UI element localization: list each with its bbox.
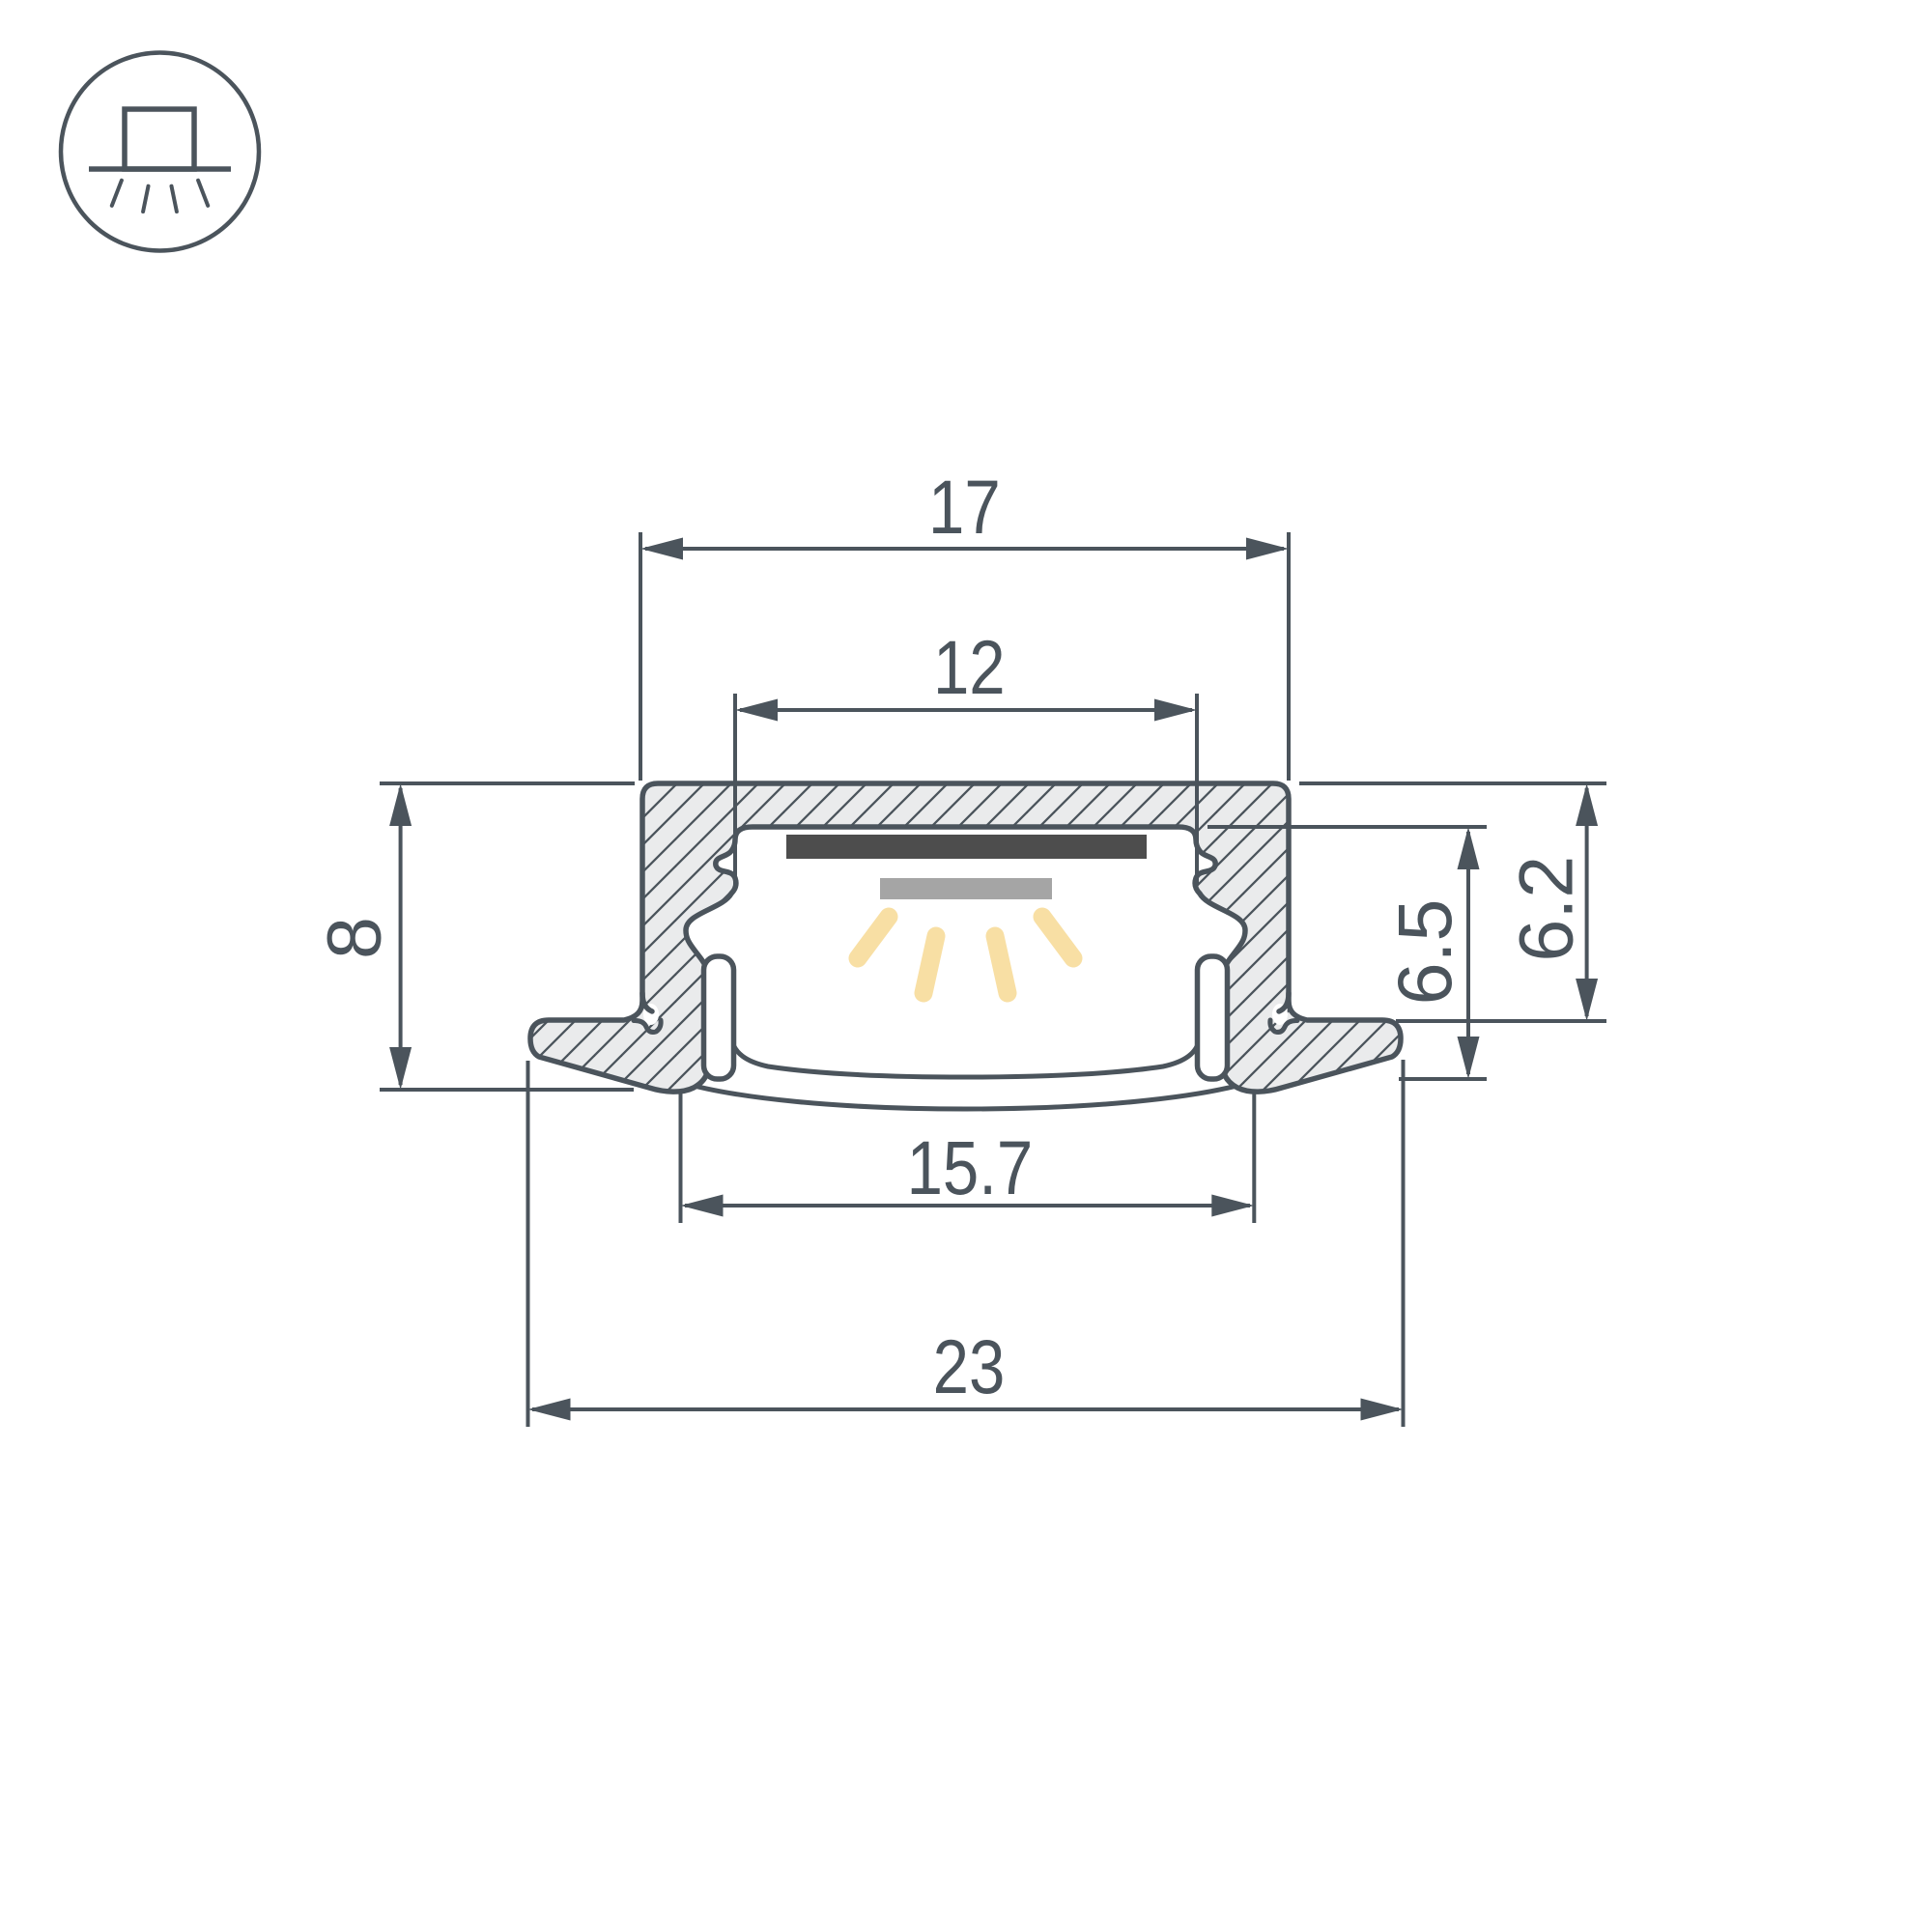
svg-text:6.5: 6.5: [1381, 899, 1467, 1006]
svg-text:15.7: 15.7: [907, 1125, 1034, 1210]
svg-text:23: 23: [933, 1324, 1006, 1409]
svg-text:8: 8: [311, 917, 397, 959]
svg-text:17: 17: [928, 465, 1001, 550]
svg-text:6.2: 6.2: [1503, 856, 1589, 962]
svg-text:12: 12: [933, 625, 1006, 710]
